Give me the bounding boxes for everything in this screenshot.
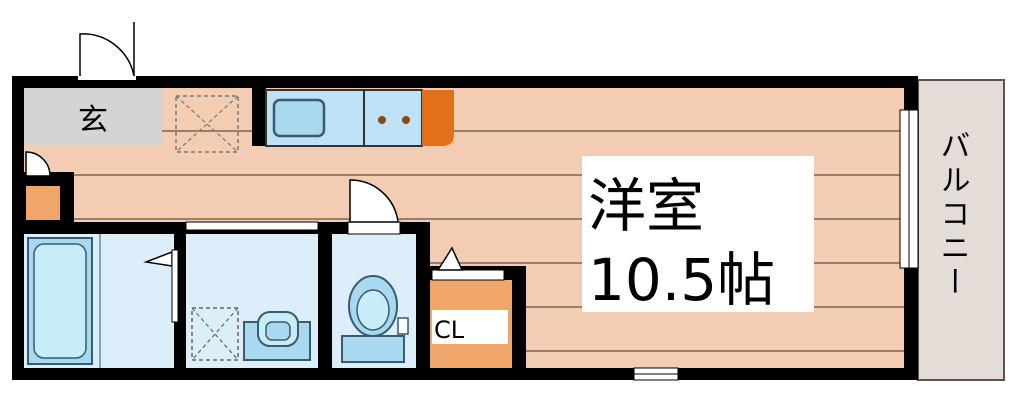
western-room-name: 洋室: [588, 172, 704, 240]
western-room-label: 洋室 10.5帖: [582, 156, 814, 314]
bathroom: [24, 234, 179, 368]
balcony: バルコニー: [917, 79, 1005, 381]
stove-icon: [378, 116, 410, 124]
shoe-cabinet-icon: [175, 95, 239, 153]
bathtub-icon: [27, 237, 93, 365]
genkan-label: 玄: [78, 103, 108, 138]
washing-machine-pan-icon: [191, 307, 239, 361]
storage-small: [24, 151, 74, 222]
storage-door-icon: [25, 151, 51, 177]
toilet-icon: [341, 275, 409, 363]
toilet-room: [332, 179, 416, 368]
sliding-window-icon: [899, 109, 919, 269]
entrance-door-icon: [78, 22, 136, 80]
washbasin-icon: [243, 311, 311, 361]
closet-door-icon: [436, 246, 464, 271]
western-room-size: 10.5帖: [588, 246, 775, 314]
closet: CL: [428, 246, 512, 368]
balcony-label: バルコニー: [935, 130, 970, 300]
closet-label: CL: [434, 316, 465, 344]
washroom: [185, 221, 319, 368]
kitchen-sink-icon: [272, 98, 326, 138]
refrigerator-space-icon: [422, 90, 454, 146]
genkan-area: 玄: [24, 88, 162, 146]
bottom-window: [633, 367, 679, 381]
toilet-door-icon: [349, 179, 399, 223]
